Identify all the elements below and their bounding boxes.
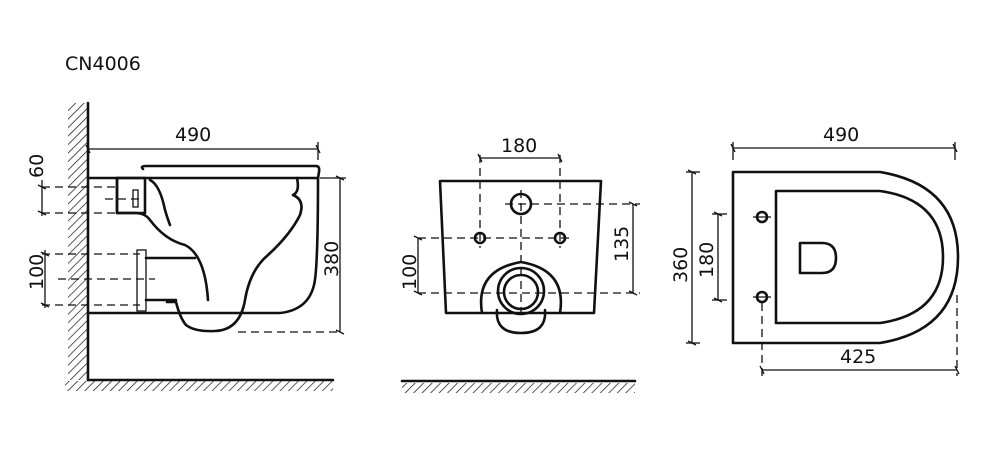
model-title: CN4006 xyxy=(65,53,141,75)
dim-hole-spacing-label: 180 xyxy=(696,242,718,278)
wall-hatch xyxy=(68,103,88,380)
front-view: 180 100 135 xyxy=(399,135,640,393)
top-view: 490 360 180 425 xyxy=(670,124,960,376)
bowl-outline xyxy=(86,176,320,315)
outlet-flange xyxy=(136,249,147,312)
inner-outline xyxy=(774,189,945,325)
dim-width-label: 490 xyxy=(823,124,859,146)
trap-path xyxy=(165,176,303,333)
inlet-connector xyxy=(115,176,147,215)
seat-lid xyxy=(86,164,321,180)
front-outline xyxy=(438,179,603,315)
dim-width-label: 490 xyxy=(175,124,211,146)
floor-hatch xyxy=(402,383,635,393)
outlet-inner-circle xyxy=(502,273,540,311)
dim-inlet-label: 60 xyxy=(26,154,48,178)
bowl-inner-left xyxy=(115,176,210,302)
drain-shape xyxy=(798,241,838,275)
dim-inlet-height-label: 135 xyxy=(611,226,633,262)
dim-hole-spacing-label: 180 xyxy=(501,135,537,157)
side-view: 490 60 100 380 xyxy=(26,101,346,391)
outlet-pipe xyxy=(144,256,197,302)
dim-outlet-label: 100 xyxy=(26,254,48,290)
dim-outlet-height-label: 100 xyxy=(399,254,421,290)
dim-mount-length-label: 425 xyxy=(840,346,876,368)
outlet-lip xyxy=(495,308,547,335)
dim-depth-label: 360 xyxy=(670,247,692,283)
floor-hatch xyxy=(65,381,333,391)
dim-height-label: 380 xyxy=(321,241,343,277)
outer-outline xyxy=(731,170,960,345)
